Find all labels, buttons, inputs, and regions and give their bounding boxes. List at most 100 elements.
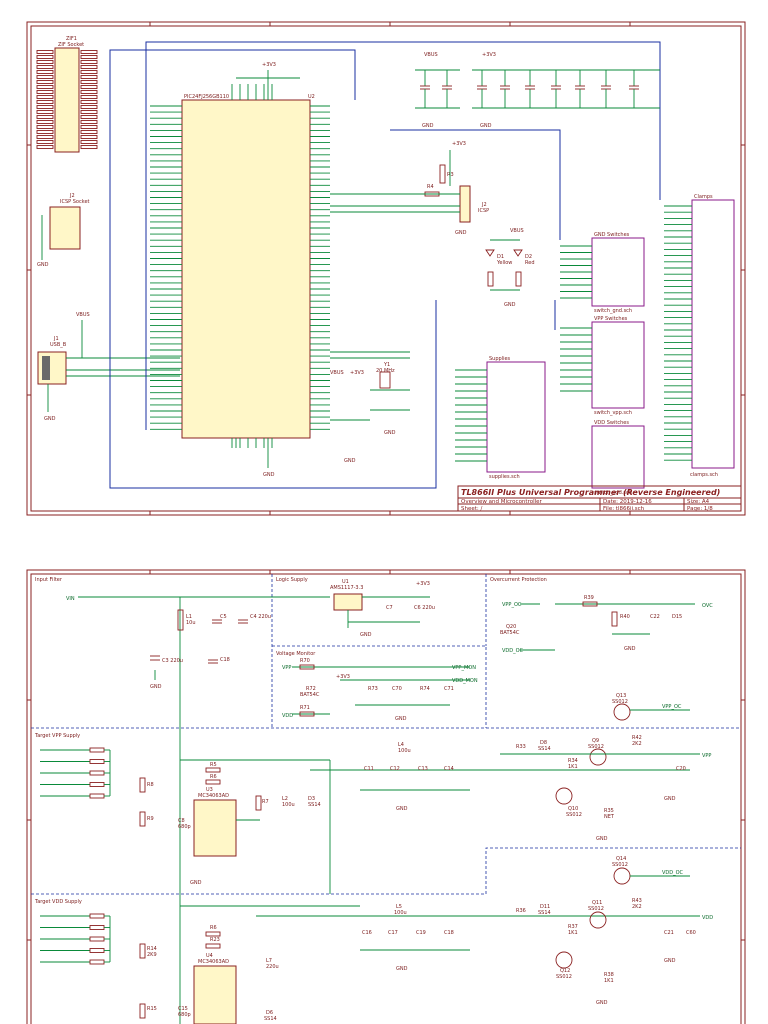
- vpp-out-label: VPP: [702, 753, 711, 759]
- svg-text:C15: C15: [178, 1006, 188, 1012]
- svg-text:C19: C19: [416, 930, 426, 936]
- svg-text:Q20: Q20: [506, 624, 516, 630]
- svg-text:GND: GND: [664, 796, 676, 802]
- icsp-ref: J2: [69, 193, 75, 199]
- svg-text:GND: GND: [504, 302, 516, 308]
- svg-text:+3V3: +3V3: [336, 674, 350, 680]
- svg-text:R36: R36: [516, 908, 526, 914]
- zif-socket: ZIF1 ZIF Socket: [36, 36, 98, 153]
- svg-text:R73: R73: [368, 686, 378, 692]
- crystal-ref: Y1: [383, 362, 390, 368]
- svg-text:SS14: SS14: [264, 1016, 277, 1022]
- sub-gnd-file: switch_gnd.sch: [594, 308, 632, 314]
- sub-vpp-name: VPP Switches: [594, 316, 628, 322]
- svg-text:C12: C12: [390, 766, 400, 772]
- svg-text:R4: R4: [427, 184, 434, 190]
- svg-text:R6: R6: [210, 774, 217, 780]
- section-logic-supply: Logic Supply: [276, 577, 308, 583]
- svg-text:GND: GND: [395, 716, 407, 722]
- svg-text:Q11: Q11: [592, 900, 602, 906]
- svg-text:100u: 100u: [398, 748, 411, 754]
- svg-text:VDD_MON: VDD_MON: [452, 678, 478, 684]
- svg-text:100u: 100u: [282, 802, 295, 808]
- sheet1-size: Size: A4: [687, 499, 710, 505]
- svg-text:GND: GND: [624, 646, 636, 652]
- svg-text:1K1: 1K1: [604, 978, 614, 984]
- svg-text:GND: GND: [384, 430, 396, 436]
- svg-text:ICSP: ICSP: [478, 208, 489, 214]
- conv2-part: MC34063AD: [198, 959, 229, 965]
- svg-text:SS012: SS012: [556, 974, 572, 980]
- svg-text:GND: GND: [596, 1000, 608, 1006]
- sheet2-frame: [26, 569, 746, 1024]
- icsp-header: +3V3 R3 R4 J2 ICSP GND: [330, 141, 489, 236]
- section-dividers: [31, 574, 741, 895]
- svg-text:GND: GND: [150, 684, 162, 690]
- svg-text:Q9: Q9: [592, 738, 599, 744]
- svg-text:C70: C70: [392, 686, 402, 692]
- sub-clamps-file: clamps.sch: [690, 472, 718, 478]
- svg-text:L5: L5: [396, 904, 402, 910]
- svg-text:GND: GND: [480, 123, 492, 129]
- svg-text:680p: 680p: [178, 1012, 191, 1018]
- sub-vpp-file: switch_vpp.sch: [594, 410, 632, 416]
- svg-text:+3V3: +3V3: [482, 52, 496, 58]
- decoupling-caps: VBUS +3V3 GND GND: [415, 52, 660, 129]
- svg-text:NET: NET: [604, 814, 615, 820]
- svg-text:SS14: SS14: [538, 910, 551, 916]
- section-vpp-supply: Target VPP Supply: [34, 733, 80, 739]
- svg-text:100u: 100u: [394, 910, 407, 916]
- svg-text:BAT54C: BAT54C: [300, 692, 320, 698]
- svg-text:VBUS: VBUS: [510, 228, 524, 234]
- svg-text:C16: C16: [362, 930, 372, 936]
- section-voltage-monitor: Voltage Monitor: [276, 651, 316, 657]
- svg-text:C71: C71: [444, 686, 454, 692]
- svg-text:R38: R38: [604, 972, 614, 978]
- svg-text:C8: C8: [178, 818, 185, 824]
- svg-text:Yellow: Yellow: [496, 260, 512, 266]
- section-vdd-supply: Target VDD Supply: [34, 899, 82, 905]
- sub-vdd-name: VDD Switches: [594, 420, 629, 426]
- svg-text:R39: R39: [584, 595, 594, 601]
- svg-text:GND: GND: [396, 966, 408, 972]
- svg-text:C13: C13: [418, 766, 428, 772]
- svg-text:GND: GND: [263, 472, 275, 478]
- sub-vdd-file: switch_vdd.sch: [594, 490, 632, 496]
- svg-text:VDD_OC: VDD_OC: [662, 870, 684, 876]
- conv1-ref: U3: [206, 787, 213, 793]
- svg-text:Red: Red: [525, 260, 535, 266]
- svg-text:SS012: SS012: [612, 862, 628, 868]
- svg-text:L2: L2: [282, 796, 288, 802]
- svg-text:2K2: 2K2: [632, 904, 642, 910]
- svg-text:+3V3: +3V3: [262, 62, 276, 68]
- svg-text:Q14: Q14: [616, 856, 626, 862]
- ldo-part: AMS1117-3.3: [330, 585, 363, 591]
- svg-text:C60: C60: [686, 930, 696, 936]
- svg-text:R74: R74: [420, 686, 430, 692]
- svg-text:GND: GND: [455, 230, 467, 236]
- svg-text:BAT54C: BAT54C: [500, 630, 520, 636]
- sub-supplies-file: supplies.sch: [489, 474, 520, 480]
- svg-text:GND: GND: [37, 262, 49, 268]
- svg-text:D15: D15: [672, 614, 682, 620]
- svg-text:VDD_OC: VDD_OC: [502, 648, 524, 654]
- svg-text:R34: R34: [568, 758, 578, 764]
- svg-text:VBUS: VBUS: [424, 52, 438, 58]
- sheet1-page: Page: 1/8: [687, 506, 713, 512]
- microcontroller: PIC24FJ256GB110 U2 +3V3 GND: [150, 62, 330, 478]
- svg-text:C21: C21: [664, 930, 674, 936]
- sub-sheet-clamps: Clamps clamps.sch: [664, 194, 735, 478]
- svg-text:C14: C14: [444, 766, 454, 772]
- sub-gnd-name: GND Switches: [594, 232, 630, 238]
- svg-text:D1: D1: [497, 254, 504, 260]
- svg-text:R6: R6: [210, 925, 217, 931]
- ovc-label: OVC: [702, 603, 713, 609]
- svg-text:+3V3: +3V3: [350, 370, 364, 376]
- icsp-label: ICSP Socket: [60, 199, 90, 205]
- svg-text:GND: GND: [344, 458, 356, 464]
- svg-text:C20: C20: [676, 766, 686, 772]
- svg-text:C6 220u: C6 220u: [414, 605, 435, 611]
